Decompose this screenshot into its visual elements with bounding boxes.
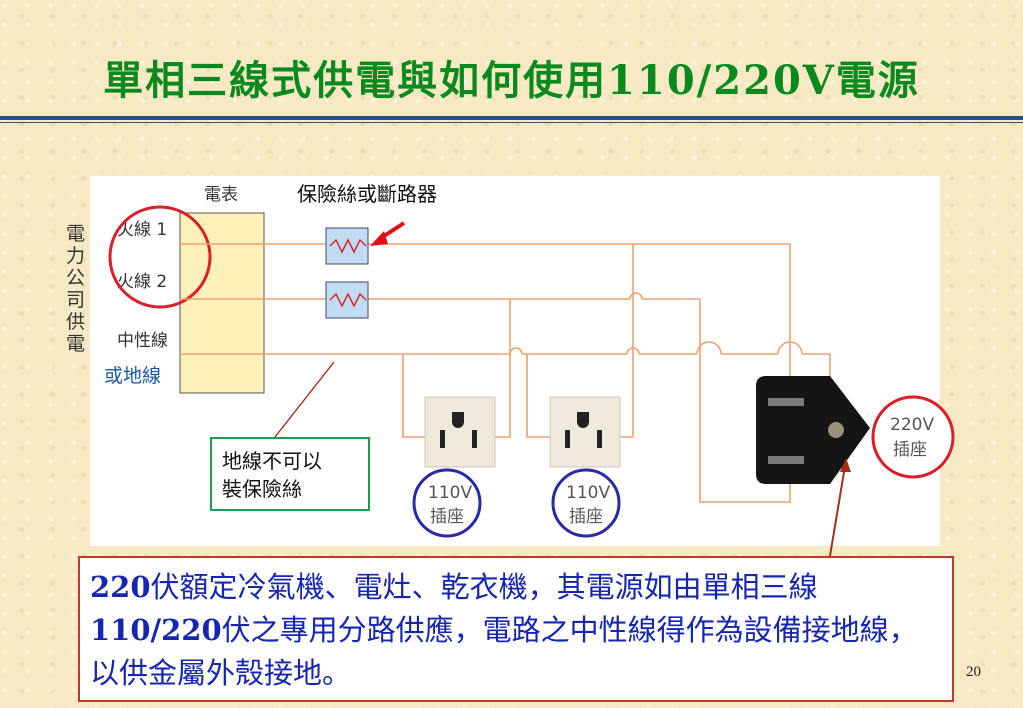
slot-right [597, 430, 602, 448]
page-number: 20 [966, 664, 981, 680]
main-note-text-c: 伏之專用分路供應，電路之中性線得作為設備接地線，以供金屬外殼接地。 [90, 613, 918, 690]
outlet-110v-1-circle [412, 468, 482, 538]
ground-note-leader [274, 361, 335, 438]
fuse-pointer-arrowhead [370, 231, 388, 246]
supplier-char-3: 公 [66, 267, 85, 289]
neutral-wire-hop1 [509, 347, 523, 355]
slot-left [565, 430, 570, 448]
outlet-110v-2-circle [551, 468, 621, 538]
title-rule-thin [0, 122, 1023, 123]
slot-top [768, 398, 804, 406]
slide-title: 單相三線式供電與如何使用110/220V電源 [103, 57, 920, 104]
outlet-220v-volt: 220V [890, 415, 934, 435]
hot-wires-circle [108, 205, 212, 309]
outlet-110v-2 [549, 396, 621, 468]
title-rule-thick [0, 116, 1023, 120]
outlet-110v-1-volt: 110V [428, 483, 472, 503]
ground-pin-icon [828, 422, 844, 438]
supplier-char-6: 電 [66, 333, 85, 355]
ground-hole-icon [452, 412, 464, 428]
outlet-220v-label: 插座 [893, 440, 927, 460]
outlet-220v [756, 376, 870, 484]
main-note-leader [829, 465, 846, 557]
hot2-wire-hop [629, 292, 643, 300]
supplier-char-1: 電 [66, 223, 85, 245]
fuse-label: 保險絲或斷路器 [291, 176, 443, 209]
fuse-1 [325, 227, 369, 265]
meter-box [179, 212, 265, 394]
slot-left [440, 430, 445, 448]
wire-label-hot1: 火線 1 [117, 220, 167, 240]
wire-label-neutral: 中性線 [117, 331, 168, 351]
main-note-num2: 110/220 [90, 613, 222, 647]
ground-note-line2: 裝保險絲 [222, 477, 302, 501]
neutral-wire-hop3 [696, 341, 722, 355]
ground-note: 地線不可以 裝保險絲 [210, 437, 370, 511]
fuse-2 [325, 281, 369, 319]
main-note-leader-arrowhead [840, 458, 851, 472]
fuse-2-resistor-icon [329, 292, 367, 308]
supplier-char-5: 供 [66, 311, 85, 333]
ground-note-line1: 地線不可以 [222, 449, 322, 473]
outlet-110v-1 [424, 396, 496, 468]
meter-label: 電表 [204, 185, 238, 205]
supplier-label: 電 力 公 司 供 電 [66, 223, 85, 355]
outlet-110v-2-label: 插座 [569, 507, 603, 527]
slot-bottom [768, 456, 804, 464]
outlet-110v-1-label: 插座 [430, 507, 464, 527]
wire-label-neutral-alt: 或地線 [104, 365, 161, 387]
wire-label-hot2: 火線 2 [117, 272, 167, 292]
main-note-num1: 220 [90, 570, 151, 604]
supplier-char-4: 司 [66, 289, 85, 311]
supplier-char-2: 力 [66, 245, 85, 267]
outlet-110v-2-volt: 110V [566, 483, 610, 503]
main-note-text-b: 機、電灶、乾衣機，其電源如由單相三線 [295, 570, 818, 604]
main-note-text-a: 伏額定 [150, 570, 238, 604]
fuse-1-resistor-icon [329, 238, 367, 254]
slot-right [472, 430, 477, 448]
outlet-220v-circle [871, 395, 955, 479]
ground-hole-icon [577, 412, 589, 428]
main-note-highlight: 冷氣 [237, 570, 296, 604]
branch-outlet1-neutral [402, 354, 435, 438]
main-note: 220伏額定冷氣機、電灶、乾衣機，其電源如由單相三線 110/220伏之專用分路供… [78, 556, 954, 702]
